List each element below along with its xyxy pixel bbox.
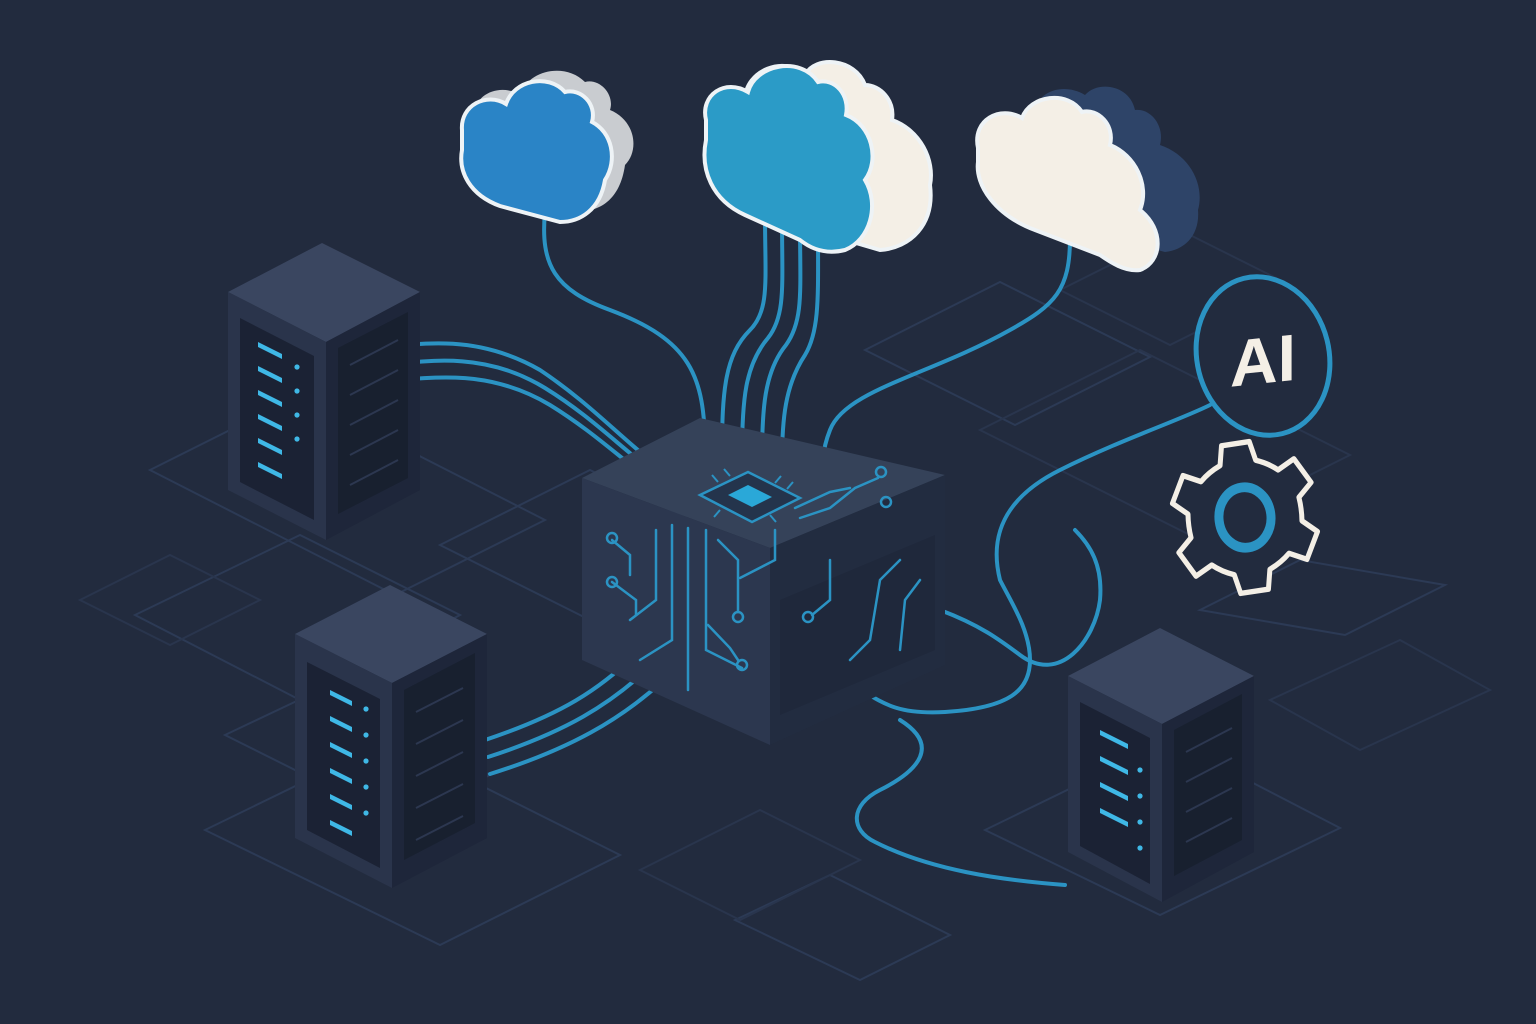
server-leds — [258, 342, 300, 479]
wire-cloud-center-1 — [720, 213, 768, 457]
wire-cloud-center-3 — [760, 220, 803, 462]
processor-chip-icon — [697, 468, 803, 524]
wire-hub-down — [854, 718, 1067, 887]
server-rack-bottom-left — [295, 585, 487, 888]
cloud-icon-center — [702, 60, 933, 254]
cloud-icon-left — [459, 70, 634, 225]
server-rack-bottom-right — [1068, 628, 1254, 902]
ai-badge-icon: AI — [1193, 274, 1333, 438]
gear-icon — [1169, 438, 1320, 597]
server-rack-top-left — [228, 243, 420, 540]
wire-hub-right-1 — [843, 403, 1212, 715]
wire-hub-right-2 — [938, 528, 1103, 667]
ai-badge-label: AI — [1230, 321, 1296, 402]
central-hub-cube — [582, 418, 945, 745]
wire-cloud-center-2 — [740, 216, 785, 459]
wire-cloud-center-4 — [780, 226, 821, 464]
wire-cloud-left — [542, 210, 707, 452]
cloud-icon-right — [975, 86, 1200, 273]
